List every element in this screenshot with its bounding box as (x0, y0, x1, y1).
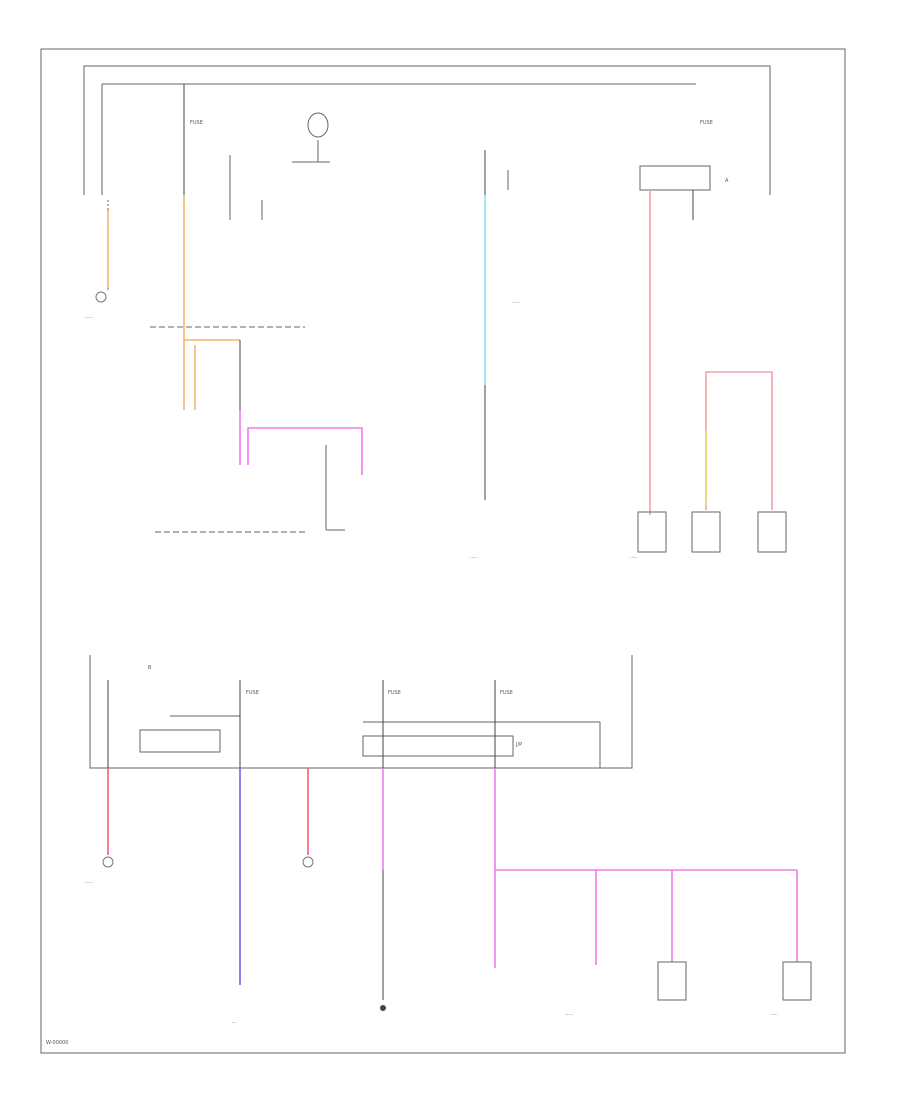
pink-loop-top (155, 410, 363, 533)
unreadable-label-6: ····· (770, 1012, 778, 1018)
fuse-label-3: FUSE (246, 690, 259, 696)
unreadable-label-2: ····· (470, 555, 478, 561)
top-left-feed (95, 200, 109, 303)
diagram-frame (40, 48, 846, 1054)
unreadable-label-5: ····· (565, 1012, 573, 1018)
unreadable-label-1: ····· (85, 315, 93, 321)
jp-label: J/P (516, 742, 523, 748)
unreadable-label-3: ····· (630, 555, 638, 561)
terminal-a: A (725, 178, 729, 184)
right-top-relay (637, 165, 787, 553)
footer-code: W-00000 (46, 1040, 69, 1046)
terminal-b: B (148, 665, 152, 671)
fuse-label-1: FUSE (190, 120, 203, 126)
fuse-label-4: FUSE (388, 690, 401, 696)
top-distribution-box (83, 65, 771, 195)
switch-group-top (229, 112, 330, 220)
middle-cyan-column (484, 150, 509, 500)
ground-terminal (95, 291, 107, 303)
unreadable-label-7: ····· (512, 300, 520, 306)
bottom-distribution-box (89, 655, 633, 769)
bottom-feeds (102, 680, 812, 1011)
fuse-label-2: FUSE (700, 120, 713, 126)
fuse-label-5: FUSE (500, 690, 513, 696)
unreadable-short-1: ··· (232, 1020, 237, 1026)
unreadable-label-4: ····· (85, 880, 93, 886)
fuse-column-1 (150, 84, 305, 410)
